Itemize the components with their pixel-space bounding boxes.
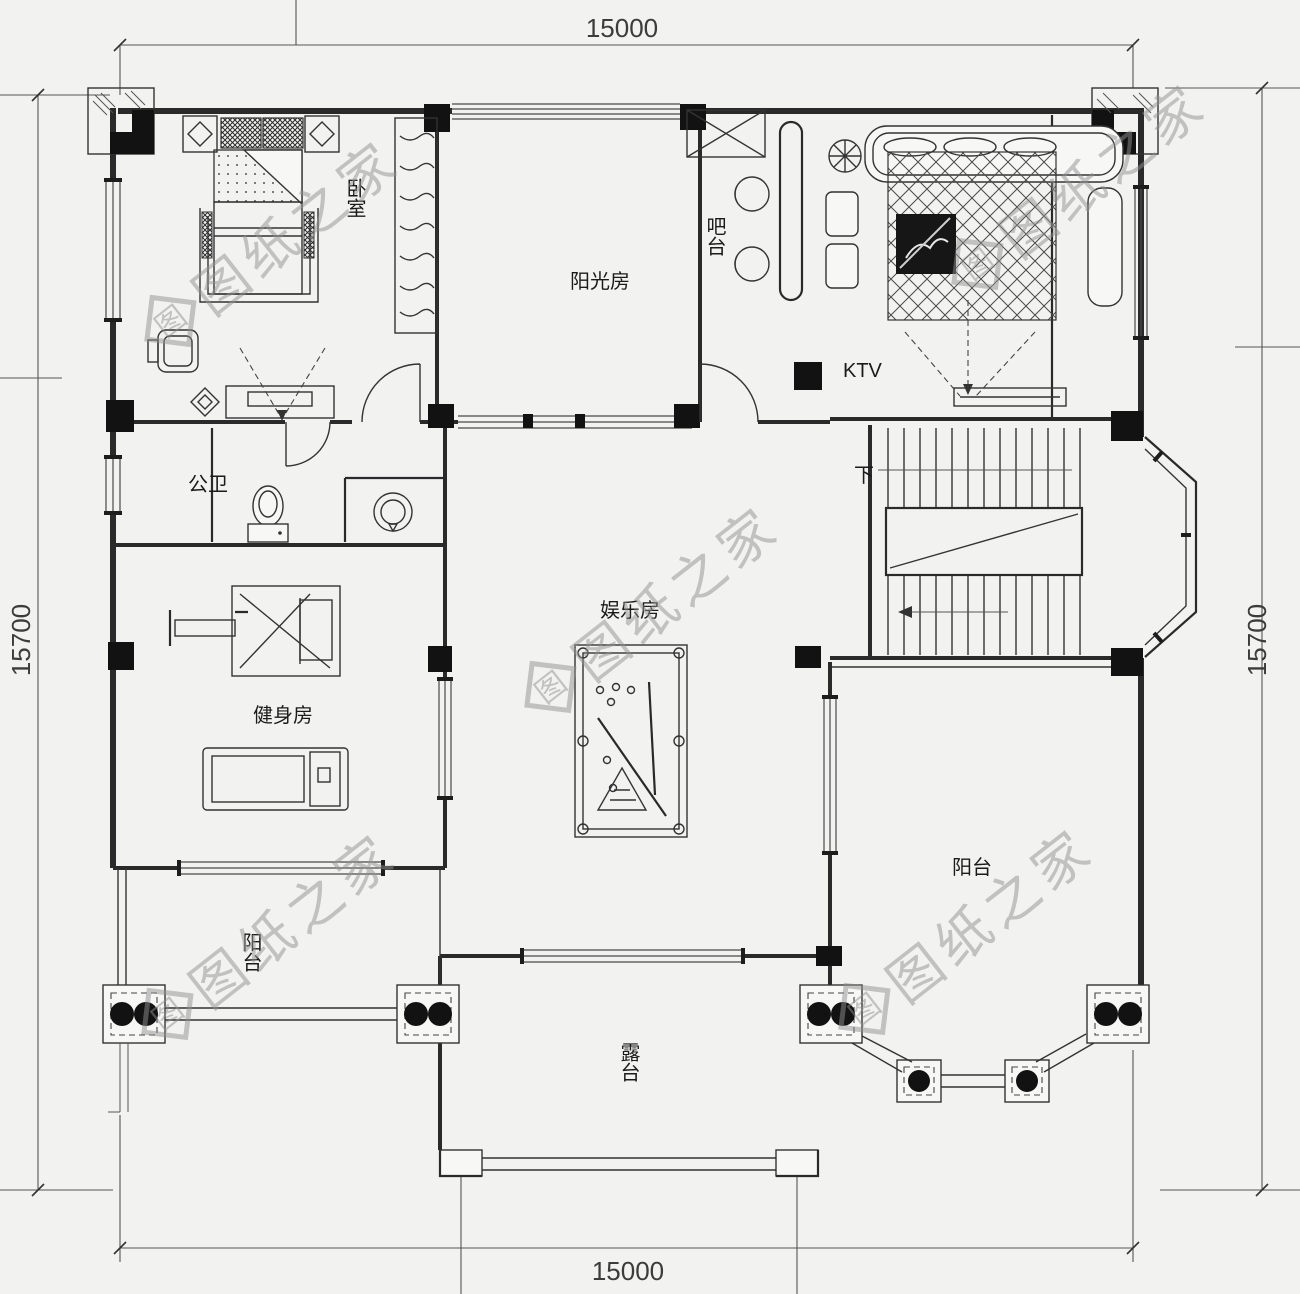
column-pier bbox=[799, 984, 863, 1044]
dimension-right: 15700 bbox=[1160, 81, 1300, 1197]
room-labels: 卧室 阳光房 吧台 KTV 公卫 健身房 娱乐房 阳台 阳台 露台 下 bbox=[188, 178, 992, 1082]
terrace bbox=[438, 1149, 820, 1178]
column-pier-small bbox=[1004, 1059, 1050, 1103]
label-sunroom: 阳光房 bbox=[570, 270, 630, 293]
room-recreation bbox=[574, 644, 688, 838]
label-balcony-left: 阳台 bbox=[239, 932, 261, 972]
column-pier-small bbox=[896, 1059, 942, 1103]
room-public-bath bbox=[247, 421, 413, 543]
windows bbox=[104, 103, 1149, 964]
wardrobe bbox=[394, 117, 438, 334]
bed-pillow bbox=[262, 117, 304, 149]
treadmill bbox=[202, 747, 349, 811]
balcony-right bbox=[799, 984, 1150, 1103]
label-public-bath: 公卫 bbox=[188, 474, 228, 496]
dimension-bottom: 15000 bbox=[113, 1050, 1140, 1294]
stairs bbox=[878, 428, 1198, 658]
dim-left-label: 15700 bbox=[6, 604, 36, 676]
label-stairs-down: 下 bbox=[854, 465, 874, 487]
bed-fold bbox=[242, 149, 303, 206]
room-ktv bbox=[825, 125, 1124, 407]
label-gym: 健身房 bbox=[253, 704, 313, 727]
label-ktv: KTV bbox=[843, 360, 883, 382]
column-pier bbox=[396, 984, 460, 1044]
bay-window bbox=[1144, 436, 1198, 658]
room-bedroom bbox=[147, 115, 438, 423]
ktv-table bbox=[896, 214, 956, 274]
structural-columns bbox=[106, 104, 1143, 966]
ktv-rug bbox=[887, 151, 1057, 321]
dim-bottom-label: 15000 bbox=[592, 1256, 664, 1286]
label-balcony-right: 阳台 bbox=[952, 856, 992, 879]
dimension-top: 15000 bbox=[113, 0, 1140, 95]
dim-top-label: 15000 bbox=[586, 13, 658, 43]
label-terrace: 露台 bbox=[617, 1042, 639, 1082]
dimension-left: 15700 bbox=[0, 88, 113, 1197]
corridor-bar bbox=[686, 109, 804, 423]
label-recreation: 娱乐房 bbox=[600, 599, 660, 622]
dim-right-label: 15700 bbox=[1242, 604, 1272, 676]
bed-pillow bbox=[220, 117, 262, 149]
dresser bbox=[190, 385, 335, 419]
label-bar: 吧台 bbox=[703, 216, 725, 256]
corner-pier-topleft bbox=[87, 87, 155, 155]
label-bedroom: 卧室 bbox=[343, 178, 365, 218]
column-pier bbox=[1086, 984, 1150, 1044]
room-gym bbox=[168, 585, 349, 811]
